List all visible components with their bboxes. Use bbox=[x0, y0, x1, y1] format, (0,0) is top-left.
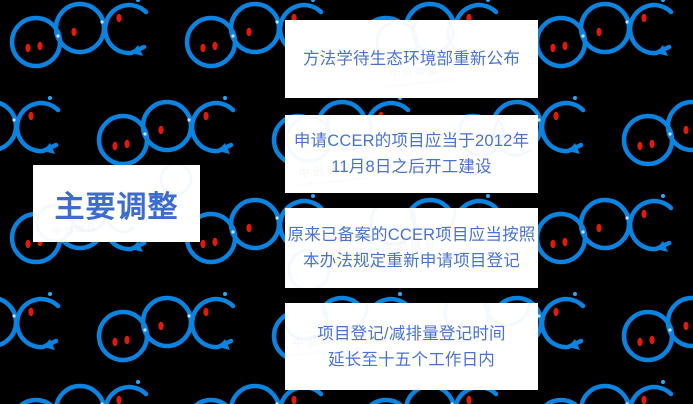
content-card-3: 中 创 碳 投 SinoCarbon Innovation & Investme… bbox=[285, 208, 538, 288]
content-card-4-line-2: 延长至十五个工作日内 bbox=[328, 350, 495, 369]
svg-text:SinoCarbon Innovation & Invest: SinoCarbon Innovation & Investment bbox=[385, 76, 459, 89]
content-card-1: 中 创 碳 投 SinoCarbon Innovation & Investme… bbox=[285, 20, 538, 98]
content-card-2: 中 创 碳 投 SinoCarbon Innovation & Investme… bbox=[285, 115, 538, 193]
content-card-2-line-2: 11月8日之后开工建设 bbox=[331, 158, 492, 176]
content-card-2-line-1: 申请CCER的项目应当于2012年 bbox=[293, 132, 530, 150]
content-card-3-line-1: 原来已备案的CCER项目应当按照 bbox=[287, 226, 536, 244]
title-card: 中 创 碳 投 主要调整 bbox=[33, 165, 200, 242]
content-card-1-line-1: 方法学待生态环境部重新公布 bbox=[302, 50, 521, 68]
content-card-4: 中 创 碳 投 SinoCarbon Innovation & Investme… bbox=[285, 303, 538, 390]
content-card-3-line-2: 本办法规定重新申请项目登记 bbox=[302, 252, 521, 270]
title-card-label: 主要调整 bbox=[54, 190, 179, 224]
content-card-4-line-1: 项目登记/减排量登记时间 bbox=[317, 324, 506, 343]
